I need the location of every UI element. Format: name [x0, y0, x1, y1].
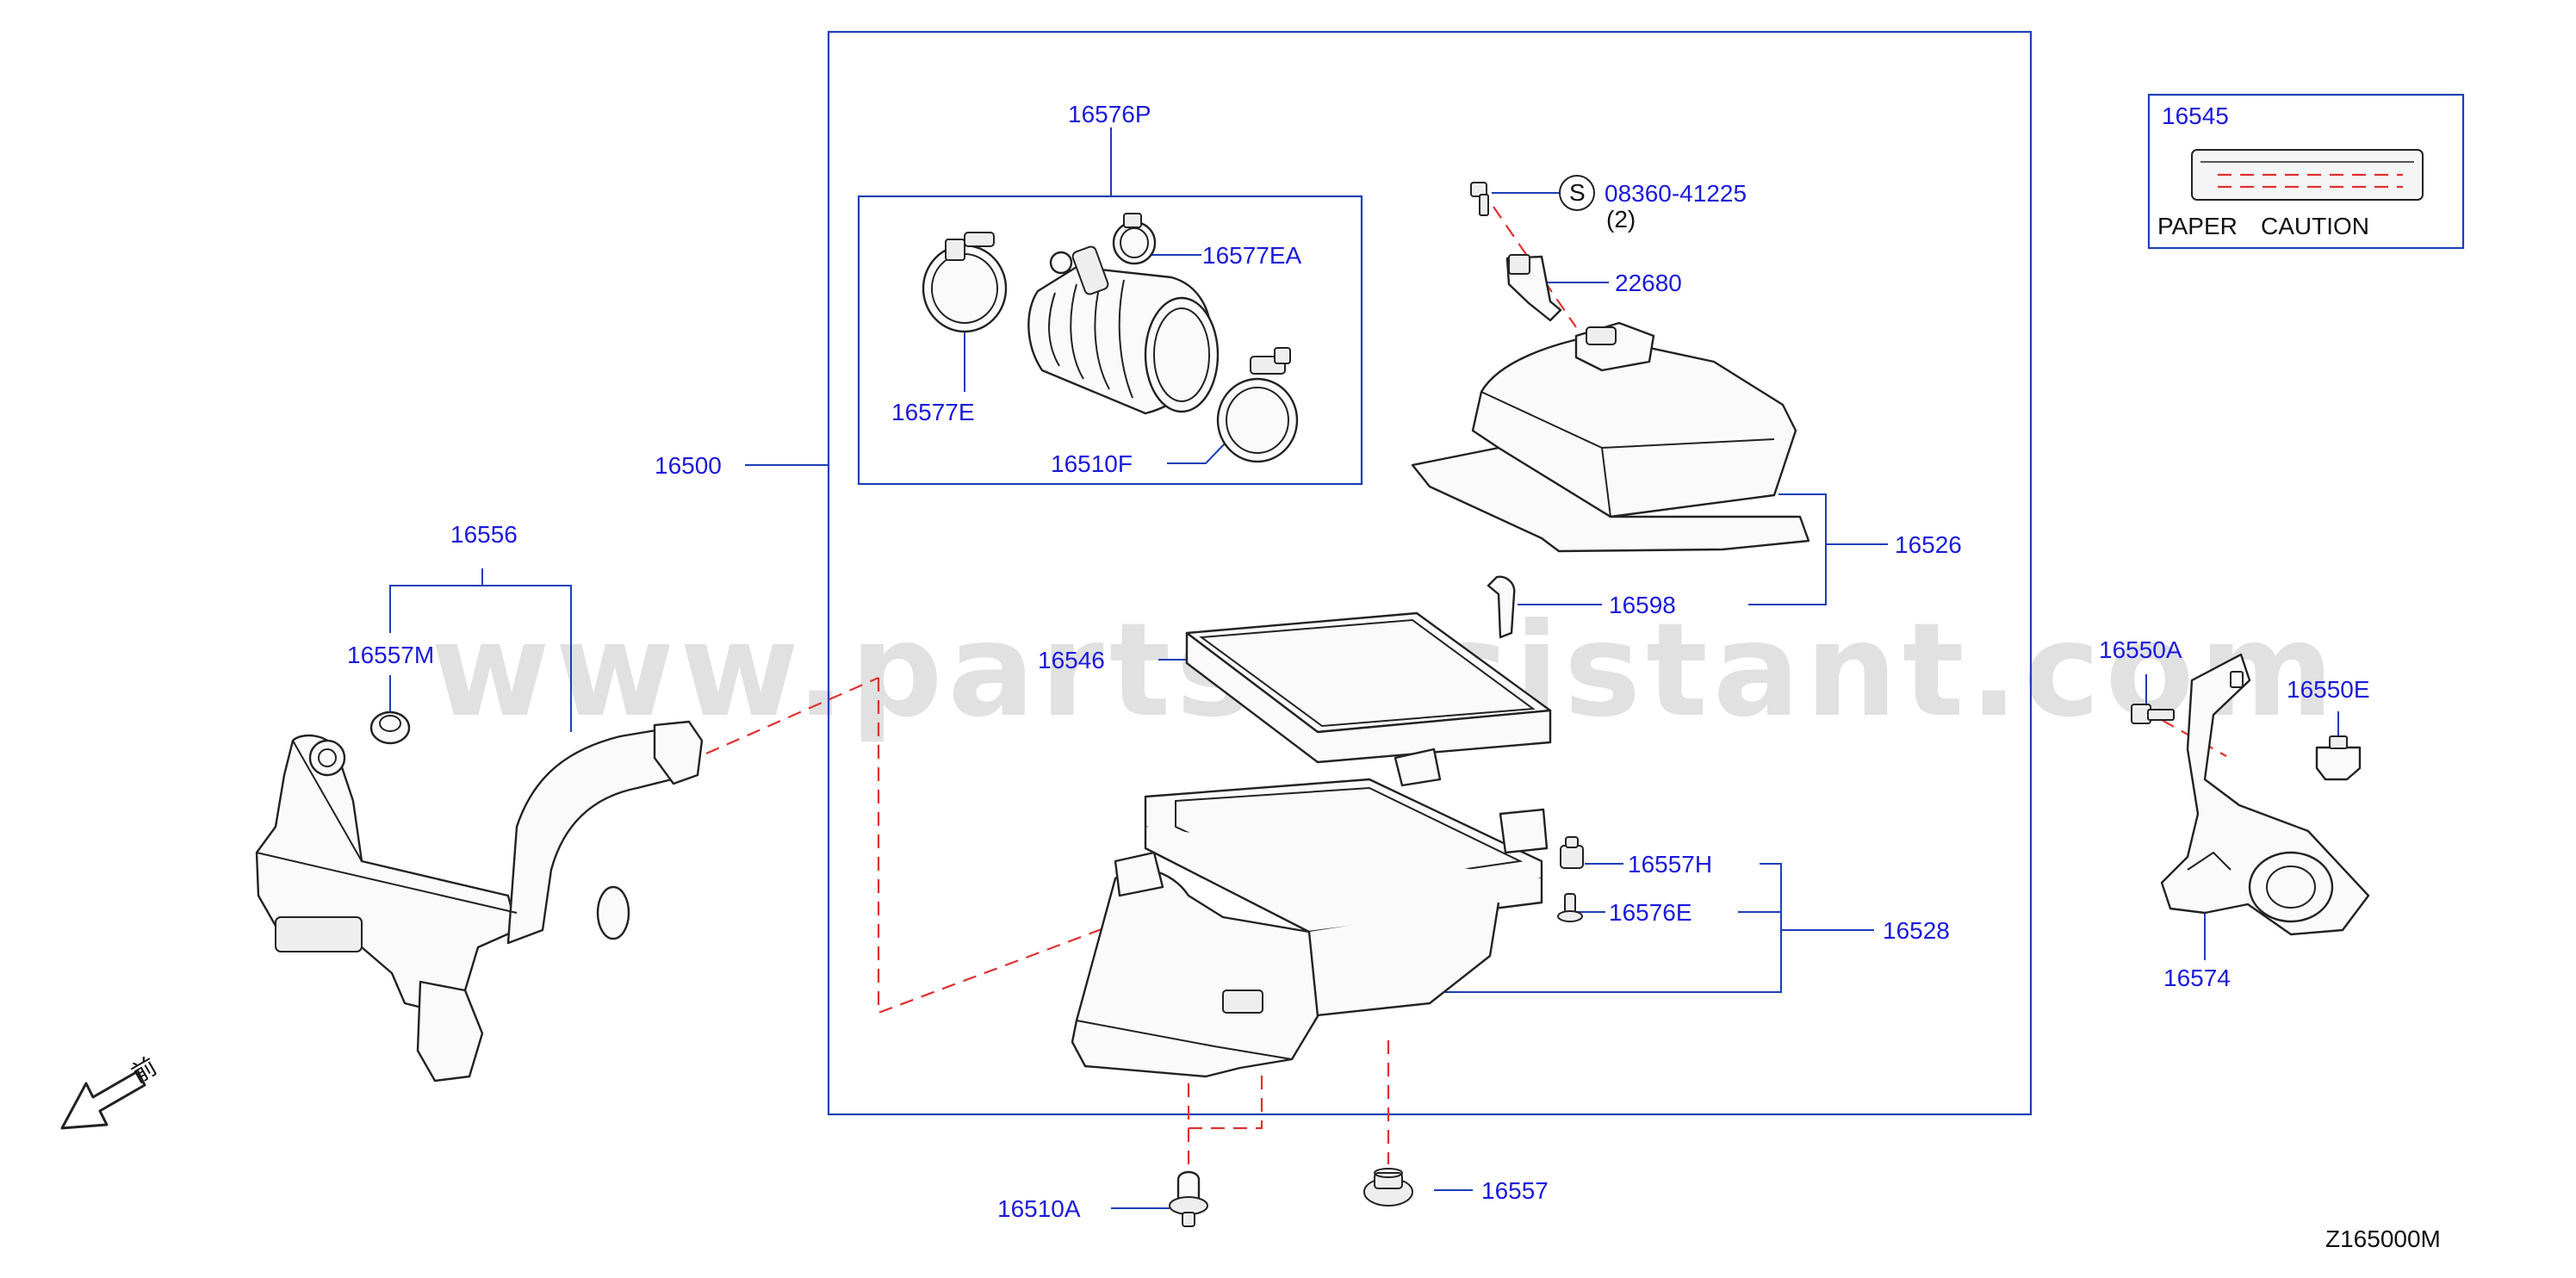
air-inlet-duct [255, 720, 704, 1083]
front-direction-arrow [60, 1070, 146, 1130]
label-16598: 16598 [1609, 592, 1676, 618]
label-22680: 22680 [1615, 270, 1682, 296]
screw-symbol-circle [1559, 175, 1595, 211]
label-16510F: 16510F [1051, 450, 1133, 477]
mass-air-flow-duct [1027, 245, 1220, 415]
air-cleaner-cover [1411, 321, 1810, 553]
assembly-frame [827, 30, 2033, 1116]
screw-symbol: S [1569, 179, 1586, 206]
hose-clamp-16577E [922, 232, 1008, 333]
label-16500: 16500 [655, 452, 722, 479]
screw-08360-41225 [1470, 182, 1489, 216]
label-16576E: 16576E [1609, 899, 1692, 926]
bolt-16550A [2131, 704, 2175, 724]
label-16556: 16556 [450, 521, 518, 548]
hose-clamp-16577EA [1112, 213, 1157, 265]
label-16550E: 16550E [2287, 676, 2370, 703]
caution-text-paper: PAPER [2157, 213, 2238, 239]
mounting-bracket-16574 [2160, 653, 2370, 936]
label-16576P: 16576P [1068, 101, 1151, 127]
label-16550A: 16550A [2099, 636, 2182, 663]
label-16577E: 16577E [891, 399, 975, 425]
label-16577EA: 16577EA [1202, 242, 1302, 269]
leader-lines [389, 127, 2339, 1209]
diagram-code: Z165000M [2325, 1225, 2441, 1252]
label-16526: 16526 [1895, 531, 1962, 558]
grommet-16557M [369, 710, 411, 745]
air-filter-element [1185, 611, 1552, 764]
label-16557H: 16557H [1628, 851, 1712, 878]
label-16557M: 16557M [347, 642, 434, 668]
hose-clamp-16510F [1216, 347, 1299, 463]
label-16528: 16528 [1883, 917, 1950, 944]
caution-label-box [2147, 93, 2465, 250]
label-16510A: 16510A [997, 1195, 1081, 1222]
pin-16576E [1557, 893, 1583, 922]
air-cleaner-lower-case [1071, 748, 1549, 1078]
clip-16510A [1169, 1170, 1208, 1227]
grommet-16557 [1363, 1168, 1413, 1207]
label-08360-41225: 08360-41225 [1605, 180, 1747, 207]
grommet-16557H [1560, 836, 1584, 869]
screw-quantity: (2) [1606, 206, 1636, 233]
label-16574: 16574 [2163, 965, 2231, 991]
label-16545: 16545 [2162, 102, 2229, 129]
retaining-clip-16598 [1487, 575, 1516, 639]
label-16546: 16546 [1038, 647, 1105, 673]
air-temp-sensor-22680 [1505, 254, 1562, 322]
clip-16550E [2315, 735, 2362, 781]
caution-text-caution: CAUTION [2261, 213, 2369, 239]
label-16557: 16557 [1481, 1177, 1549, 1204]
